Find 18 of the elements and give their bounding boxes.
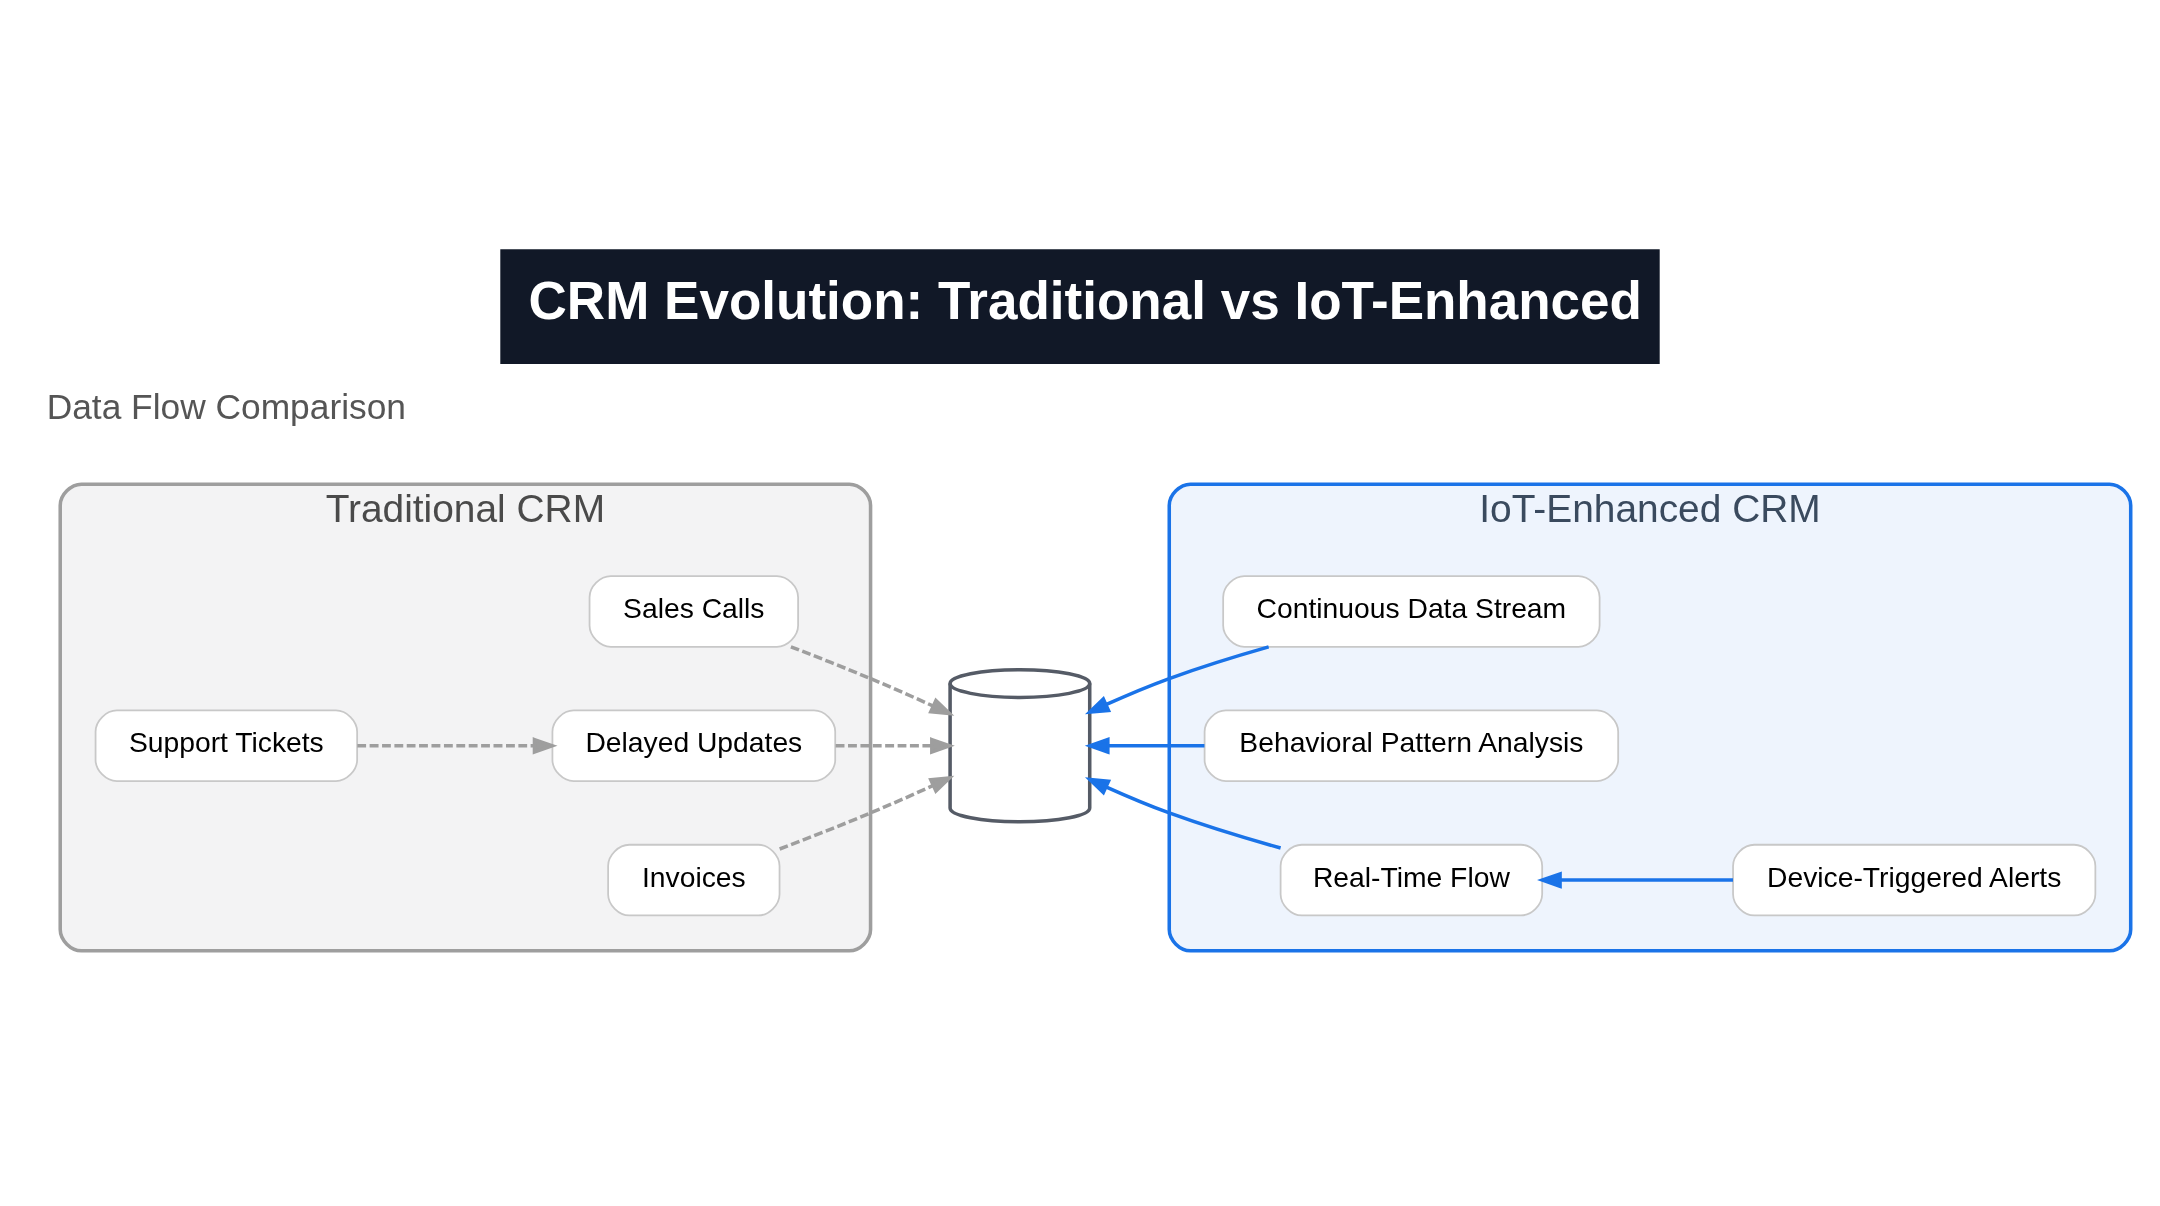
node-box: Device-Triggered Alerts: [1732, 843, 2097, 916]
arrow: [790, 644, 955, 716]
node-box: Invoices: [607, 843, 781, 916]
node-box: Support Tickets: [94, 709, 359, 782]
arrow: [1537, 870, 1733, 889]
arrow: [779, 775, 955, 851]
arrow: [1084, 776, 1282, 850]
arrow: [1084, 736, 1205, 754]
arrow: [1084, 644, 1270, 714]
arrow: [835, 736, 955, 754]
node-box: Real-Time Flow: [1279, 843, 1544, 916]
node-box: Sales Calls: [588, 574, 799, 648]
node-box: Delayed Updates: [551, 709, 837, 782]
diagram-title: CRM Evolution: Traditional vs IoT-Enhanced: [528, 270, 1642, 330]
arrow: [357, 736, 558, 754]
label: Data Flow Comparison: [46, 386, 407, 426]
node-box: Behavioral Pattern Analysis: [1203, 709, 1620, 782]
node-box: Continuous Data Stream: [1222, 574, 1601, 648]
